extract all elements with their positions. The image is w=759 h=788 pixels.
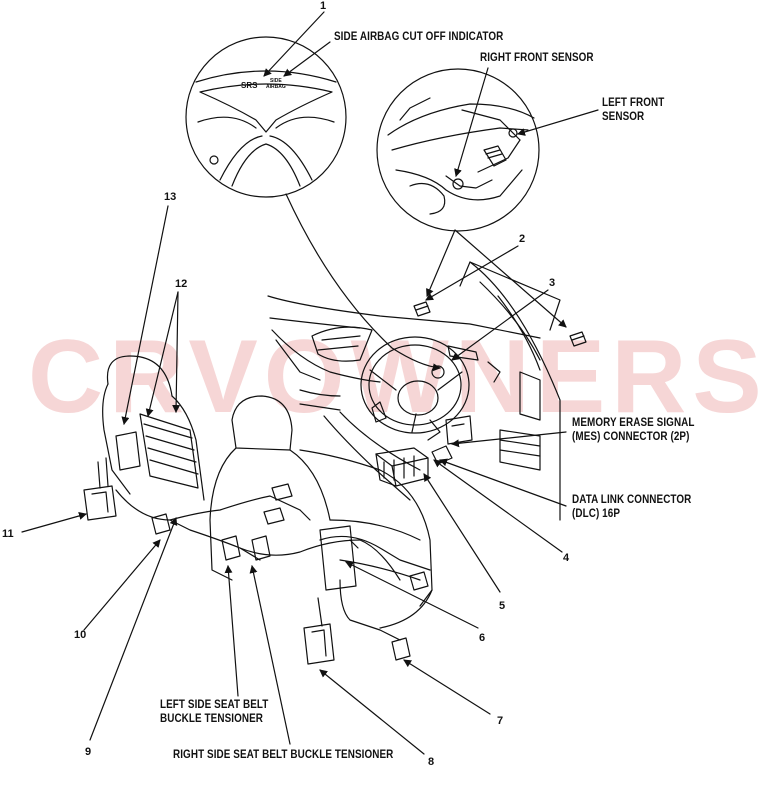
- leader-10: [83, 539, 161, 631]
- callout-13: 13: [164, 191, 177, 203]
- callout-4: 4: [563, 552, 570, 564]
- callout-9: 9: [85, 746, 92, 758]
- leader-3: [451, 289, 549, 361]
- right-sensor-leader-a: [426, 229, 456, 297]
- leader-2: [425, 245, 519, 301]
- side-airbag-inflator: [115, 431, 141, 471]
- leader-5: [423, 473, 501, 593]
- side-airbag-line2: AIRBAG: [266, 84, 286, 90]
- right-buckle-part: [303, 597, 335, 665]
- label-right-seat-belt-buckle-tensioner: RIGHT SIDE SEAT BELT BUCKLE TENSIONER: [173, 749, 394, 761]
- harness: [115, 483, 431, 661]
- srs-unit: [375, 447, 429, 487]
- leader-13: [121, 205, 169, 425]
- callout-10: 10: [74, 629, 87, 641]
- indicator-leader: [285, 193, 441, 372]
- leader-12b: [172, 291, 181, 413]
- callout-1: 1: [320, 0, 327, 12]
- label-right-front-sensor: RIGHT FRONT SENSOR: [480, 52, 594, 64]
- side-airbag-line1: SIDE: [270, 78, 282, 84]
- mes-connector-part: [445, 415, 473, 445]
- callout-6: 6: [479, 632, 486, 644]
- left-buckle-part: [83, 457, 117, 521]
- leader-4: [433, 459, 563, 553]
- callout-3: 3: [549, 277, 556, 289]
- leader-1: [263, 11, 325, 77]
- dashboard: [267, 261, 561, 521]
- rear-connector: [391, 637, 411, 661]
- label-left-front-sensor: LEFT FRONT SENSOR: [602, 97, 665, 123]
- leader-11: [21, 512, 87, 533]
- srs-indicator-text: SRS: [241, 81, 258, 90]
- leader-9: [89, 517, 178, 741]
- label-dlc: DATA LINK CONNECTOR (DLC) 16P: [572, 494, 692, 520]
- leader-left-sensor: [517, 109, 599, 136]
- leader-12a: [145, 291, 179, 417]
- label-mes-connector: MEMORY ERASE SIGNAL (MES) CONNECTOR (2P): [572, 417, 695, 443]
- leader-7: [403, 659, 491, 715]
- right-front-sensor-part: [413, 301, 431, 317]
- leader-6: [345, 561, 479, 629]
- steering-wheel: [360, 336, 501, 441]
- callout-7: 7: [497, 715, 504, 727]
- right-seat: [209, 395, 433, 629]
- callout-11: 11: [2, 528, 14, 540]
- callout-2: 2: [519, 233, 526, 245]
- leader-mes: [451, 431, 567, 448]
- left-seat: [102, 355, 205, 501]
- car-front-detail-circle: [376, 68, 540, 232]
- leader-8: [319, 669, 425, 755]
- label-side-airbag-cutoff-indicator: SIDE AIRBAG CUT OFF INDICATOR: [334, 31, 504, 43]
- left-front-sensor-part: [569, 331, 587, 347]
- leader-dlc: [439, 458, 567, 507]
- callout-8: 8: [428, 756, 435, 768]
- label-left-seat-belt-buckle-tensioner: LEFT SIDE SEAT BELT BUCKLE TENSIONER: [160, 699, 269, 725]
- leader-right-buckle: [249, 565, 291, 745]
- indicator-detail-circle: [185, 36, 347, 198]
- leader-indicator: [283, 41, 331, 77]
- leader-right-sensor: [454, 67, 489, 177]
- callout-5: 5: [499, 600, 506, 612]
- side-airbag-module: [139, 413, 199, 489]
- callout-12: 12: [175, 278, 188, 290]
- leader-left-buckle: [224, 565, 239, 697]
